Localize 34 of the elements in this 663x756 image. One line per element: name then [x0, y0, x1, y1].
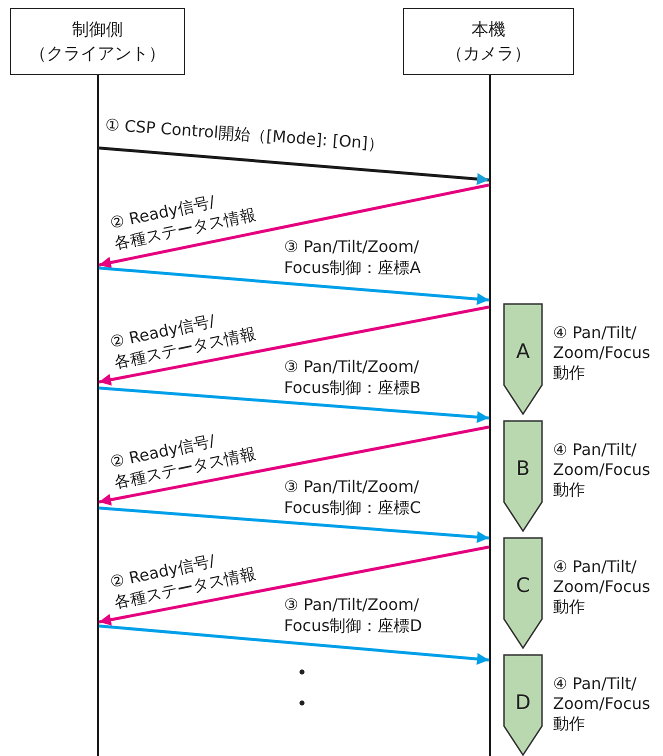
- lifeline: [489, 75, 491, 756]
- step-caption: ④ Pan/Tilt/Zoom/Focus 動作: [553, 323, 652, 383]
- message-arrow: [98, 146, 490, 185]
- message-arrow: [98, 184, 490, 268]
- edge-label: ② Ready信号/ 各種ステータス情報: [108, 550, 258, 614]
- participant-name: 制御側: [72, 18, 123, 42]
- participant-name: （クライアント）: [30, 42, 166, 66]
- participant-box: [403, 8, 574, 75]
- edge-label: ② Ready信号/ 各種ステータス情報: [108, 190, 258, 254]
- message-arrow: [98, 506, 490, 544]
- participant-box: [10, 8, 185, 75]
- process-step-shape: [503, 654, 543, 756]
- step-letter: C: [515, 573, 531, 597]
- edge-label: ② Ready信号/ 各種ステータス情報: [108, 430, 258, 494]
- edge-label: ② Ready信号/ 各種ステータス情報: [108, 310, 258, 374]
- step-letter: B: [515, 456, 531, 480]
- step-caption: ④ Pan/Tilt/Zoom/Focus 動作: [553, 674, 652, 734]
- process-step-shape: [503, 537, 543, 649]
- message-arrow: [98, 266, 490, 305]
- step-caption: ④ Pan/Tilt/Zoom/Focus 動作: [553, 440, 652, 500]
- step-caption: ④ Pan/Tilt/Zoom/Focus 動作: [553, 557, 652, 617]
- participant-name: 本機: [472, 18, 506, 42]
- process-step-shape: [503, 303, 543, 415]
- edge-label: ① CSP Control開始（[Mode]: [On]）: [104, 114, 386, 156]
- message-arrow: [98, 306, 490, 386]
- step-letter: A: [515, 339, 531, 363]
- lifeline: [97, 75, 99, 756]
- participant-name: （カメラ）: [446, 42, 531, 66]
- process-step-shape: [503, 420, 543, 532]
- step-letter: D: [514, 690, 532, 714]
- message-arrow: [98, 546, 490, 626]
- message-arrow: [98, 624, 490, 665]
- message-arrow: [98, 386, 490, 424]
- message-arrow: [98, 426, 490, 506]
